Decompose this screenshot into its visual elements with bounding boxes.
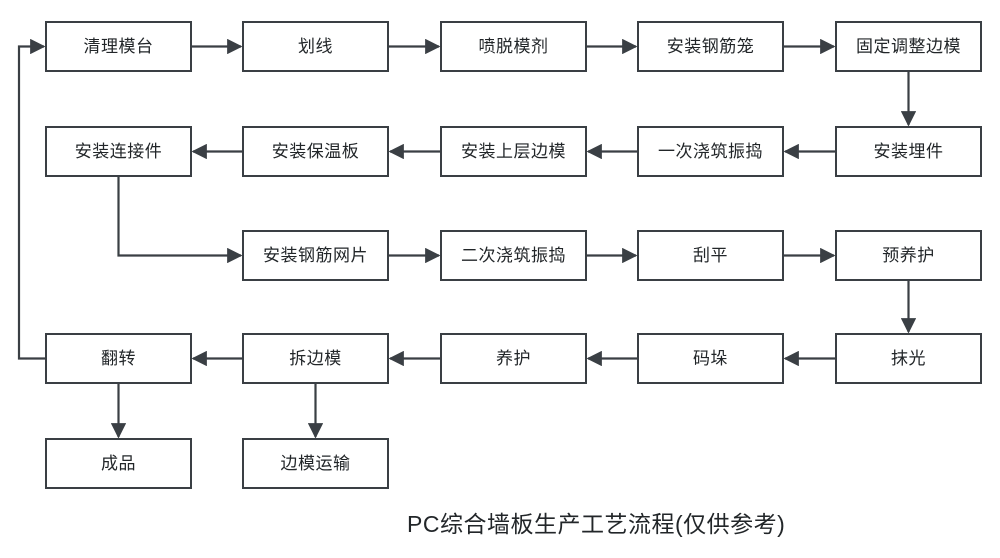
diagram-caption: PC综合墙板生产工艺流程(仅供参考) xyxy=(407,511,786,537)
process-node-label: 养护 xyxy=(496,349,531,368)
process-node-label: 边模运输 xyxy=(280,454,351,473)
process-node-label: 划线 xyxy=(298,37,333,56)
process-node-label: 固定调整边模 xyxy=(856,37,961,56)
process-node-n2[interactable]: 划线 xyxy=(242,21,389,72)
process-node-label: 翻转 xyxy=(101,349,136,368)
process-node-label: 抹光 xyxy=(891,349,926,368)
process-node-label: 码垛 xyxy=(693,349,728,368)
process-node-label: 安装上层边模 xyxy=(461,142,566,161)
process-node-n18[interactable]: 码垛 xyxy=(637,333,784,384)
process-node-label: 刮平 xyxy=(693,246,728,265)
process-node-n14[interactable]: 预养护 xyxy=(835,230,982,281)
process-node-n12[interactable]: 二次浇筑振捣 xyxy=(440,230,587,281)
process-node-n10[interactable]: 安装埋件 xyxy=(835,126,982,177)
process-node-n13[interactable]: 刮平 xyxy=(637,230,784,281)
process-node-label: 清理模台 xyxy=(83,37,154,56)
process-node-label: 预养护 xyxy=(882,246,935,265)
connector-n6-to-n11 xyxy=(117,177,243,264)
process-node-n19[interactable]: 抹光 xyxy=(835,333,982,384)
process-node-n11[interactable]: 安装钢筋网片 xyxy=(242,230,389,281)
process-node-label: 二次浇筑振捣 xyxy=(461,246,566,265)
process-node-label: 安装连接件 xyxy=(74,142,163,161)
process-node-n16[interactable]: 拆边模 xyxy=(242,333,389,384)
process-node-label: 一次浇筑振捣 xyxy=(658,142,763,161)
process-node-n1[interactable]: 清理模台 xyxy=(45,21,192,72)
process-node-label: 拆边模 xyxy=(289,349,342,368)
connector-n15-to-n1 xyxy=(17,38,46,360)
process-node-label: 安装保温板 xyxy=(271,142,360,161)
process-node-label: 喷脱模剂 xyxy=(478,37,549,56)
process-node-n3[interactable]: 喷脱模剂 xyxy=(440,21,587,72)
process-node-label: 成品 xyxy=(101,454,136,473)
process-node-n6[interactable]: 安装连接件 xyxy=(45,126,192,177)
process-node-label: 安装钢筋网片 xyxy=(263,246,368,265)
process-node-n5[interactable]: 固定调整边模 xyxy=(835,21,982,72)
process-node-n8[interactable]: 安装上层边模 xyxy=(440,126,587,177)
process-node-n21[interactable]: 边模运输 xyxy=(242,438,389,489)
process-node-label: 安装埋件 xyxy=(873,142,944,161)
process-node-n15[interactable]: 翻转 xyxy=(45,333,192,384)
process-node-n9[interactable]: 一次浇筑振捣 xyxy=(637,126,784,177)
process-node-n20[interactable]: 成品 xyxy=(45,438,192,489)
process-node-n17[interactable]: 养护 xyxy=(440,333,587,384)
process-node-n7[interactable]: 安装保温板 xyxy=(242,126,389,177)
process-node-n4[interactable]: 安装钢筋笼 xyxy=(637,21,784,72)
process-node-label: 安装钢筋笼 xyxy=(666,37,755,56)
